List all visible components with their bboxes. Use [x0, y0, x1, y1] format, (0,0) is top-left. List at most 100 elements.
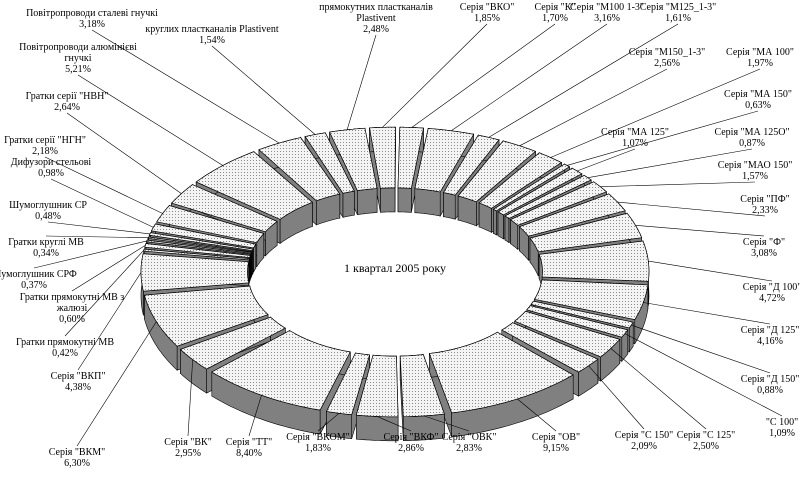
slice-label: Серія "М125_1-3" — [640, 2, 717, 13]
pie-slice — [140, 253, 250, 292]
leader-line — [64, 249, 145, 337]
slice-label: Серія "ОВК" — [442, 432, 497, 443]
slice-label: Серія "Ф" — [743, 237, 785, 248]
pie-slice-inner-wall — [249, 255, 251, 282]
slice-label: Серія "ПФ" — [740, 194, 789, 205]
leader-line — [610, 348, 707, 430]
slice-label: Серія "М100 1-3" — [570, 2, 644, 13]
slice-label-line: круглих пластканалів Plastivent — [145, 24, 278, 35]
leader-line — [77, 272, 142, 371]
slice-label: Серія "ВКОМ" — [286, 432, 349, 443]
slice-label: Дифузори стельові — [11, 157, 92, 168]
pie-slice — [179, 316, 286, 370]
slice-label: Гратки серії "НВН" — [26, 91, 109, 102]
leader-line — [91, 29, 280, 144]
slice-label: Серія "ВК" — [164, 437, 212, 448]
slice-value-label: 1,61% — [665, 13, 691, 24]
slice-label: Гратки прямокутні МВ — [16, 337, 114, 348]
pie-slice — [304, 132, 355, 194]
leader-line — [587, 148, 753, 178]
pie-slice — [478, 152, 563, 209]
slice-value-label: 6,30% — [64, 458, 90, 469]
pie-slice — [397, 126, 424, 189]
slice-label: Серія "ОВ" — [532, 432, 580, 443]
slice-label: Серія "ВКМ" — [49, 447, 106, 458]
pie-slice — [538, 240, 650, 282]
leader-line — [588, 365, 645, 430]
slice-label: Шумоглушник СРФ — [0, 269, 77, 280]
leader-line — [71, 245, 146, 292]
leader-line — [50, 178, 154, 228]
slice-value-label: 0,60% — [59, 314, 85, 325]
slice-value-label: 0,88% — [757, 385, 783, 396]
slice-label: Серія "ВКФ" — [383, 432, 438, 443]
pie-slice-tops — [140, 126, 650, 418]
pie-slice — [258, 137, 341, 202]
pie-slice — [492, 163, 571, 212]
pie-slice — [513, 310, 621, 358]
slice-value-label: 4,16% — [757, 336, 783, 347]
pie-slice — [151, 223, 257, 249]
leader-line — [517, 398, 557, 432]
pie-slice — [399, 354, 445, 418]
leader-line — [187, 359, 193, 437]
pie-slice — [170, 184, 278, 233]
slice-value-label: 1,57% — [742, 171, 768, 182]
slice-value-label: 2,83% — [456, 443, 482, 454]
slice-value-label: 5,21% — [65, 64, 91, 75]
slice-label: Серія "С 150" — [615, 430, 673, 441]
pie-slice-inner-wall — [253, 244, 257, 273]
slice-value-label: 2,86% — [398, 443, 424, 454]
leader-line — [76, 321, 157, 447]
slice-label-line: Повітропроводи алюмінієві — [19, 42, 137, 53]
pie-slice — [504, 175, 593, 219]
leader-line — [648, 260, 773, 282]
slice-value-label: 4,38% — [65, 382, 91, 393]
leader-line — [624, 333, 783, 417]
leader-line — [635, 225, 765, 237]
slice-label: Шумоглушник СР — [9, 200, 87, 211]
pie-slice — [414, 128, 475, 193]
slice-label: Серія "Д 100" — [743, 282, 800, 293]
slice-value-label: 1,83% — [305, 443, 331, 454]
chart-title: 1 квартал 2005 року — [344, 261, 446, 275]
slice-label: Серія "МА 125" — [601, 127, 669, 138]
pie-slice — [355, 354, 399, 418]
slice-value-label: 0,63% — [745, 100, 771, 111]
slice-label: Серія "ВКП" — [51, 371, 106, 382]
pie-slice-inner-wall — [252, 249, 254, 276]
slice-label: Серія "МА 125О" — [714, 127, 789, 138]
pie-slice — [195, 151, 314, 220]
slice-label: Серія "Д 150" — [741, 374, 800, 385]
slice-value-label: 2,33% — [752, 205, 778, 216]
pie-slice-inner-wall — [504, 215, 510, 243]
pie-slice-inner-wall — [493, 208, 497, 236]
slice-value-label: 3,16% — [594, 13, 620, 24]
pie-slice — [529, 212, 643, 253]
leader-line — [451, 23, 608, 132]
slice-label-line: жалюзі — [56, 303, 88, 314]
leader-line — [382, 23, 488, 128]
slice-value-label: 2,48% — [363, 24, 389, 35]
leader-line — [77, 74, 224, 166]
leader-line — [45, 235, 149, 238]
slice-value-label: 2,09% — [631, 441, 657, 452]
slice-label: Серія "К" — [535, 2, 576, 13]
slice-label: круглих пластканалів Plastivent — [145, 24, 278, 35]
slice-value-label: 3,18% — [79, 19, 105, 30]
pie-slice-inner-wall — [414, 188, 441, 217]
slice-value-label: 1,54% — [199, 35, 225, 46]
slice-label: Серія "М150_1-3" — [629, 47, 706, 58]
slice-label: Серія "МАО 150" — [718, 160, 793, 171]
slice-value-label: 1,85% — [474, 13, 500, 24]
leader-line — [423, 415, 470, 432]
leader-line — [248, 395, 262, 437]
leader-line — [643, 302, 771, 325]
pie-slice — [518, 193, 626, 237]
slice-label: Гратки круглі МВ — [8, 237, 84, 248]
leader-line — [631, 324, 771, 374]
